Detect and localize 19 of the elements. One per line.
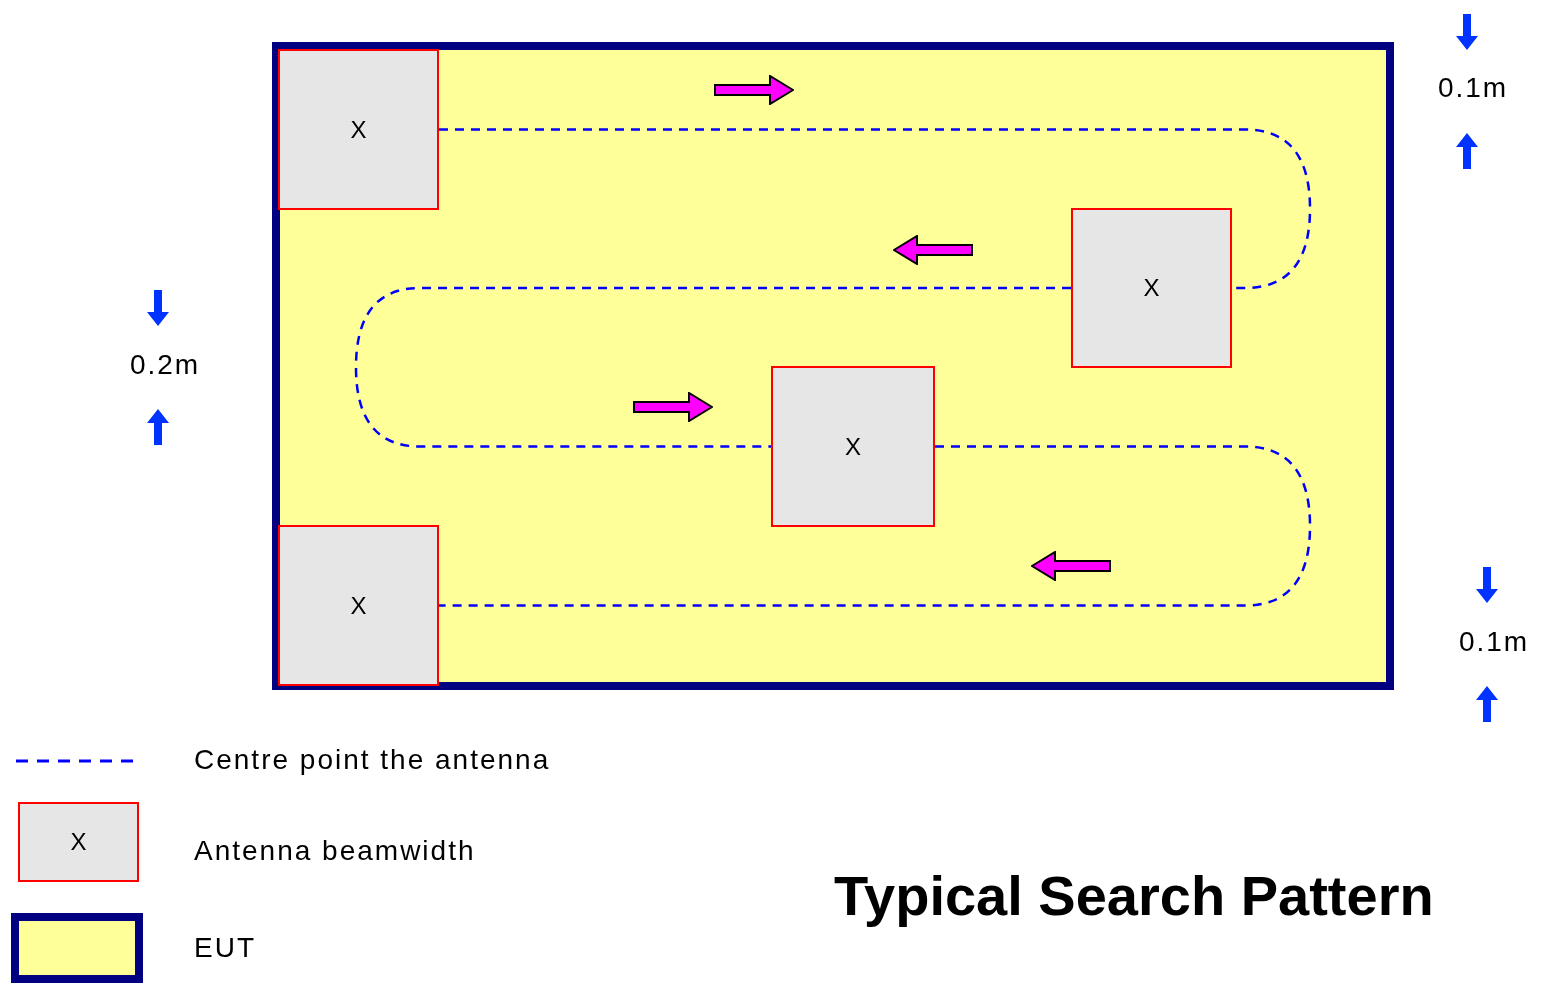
antenna-path-line <box>439 128 1312 290</box>
beam-center-mark: X <box>1143 276 1160 300</box>
beam-center-mark: X <box>845 434 861 459</box>
dimension-label: 0.2m <box>129 351 201 379</box>
legend-label: Centre point the antenna <box>194 746 551 774</box>
eut-area <box>272 42 1394 690</box>
dimension-label: 0.1m <box>1437 74 1509 102</box>
beam-center-mark: X <box>350 117 367 142</box>
antenna-path-line <box>439 445 1312 607</box>
antenna-beam-box <box>278 49 439 210</box>
legend-label: Antenna beamwidth <box>194 837 476 865</box>
dimension-label: 0.1m <box>1458 628 1530 656</box>
beam-center-mark: X <box>350 593 367 618</box>
beam-center-mark: X <box>70 830 87 854</box>
antenna-beam-box <box>278 525 439 686</box>
antenna-beam-box <box>1071 208 1232 368</box>
antenna-path-line <box>354 286 1071 448</box>
legend-label: EUT <box>194 934 256 962</box>
antenna-beam-box <box>771 366 935 527</box>
